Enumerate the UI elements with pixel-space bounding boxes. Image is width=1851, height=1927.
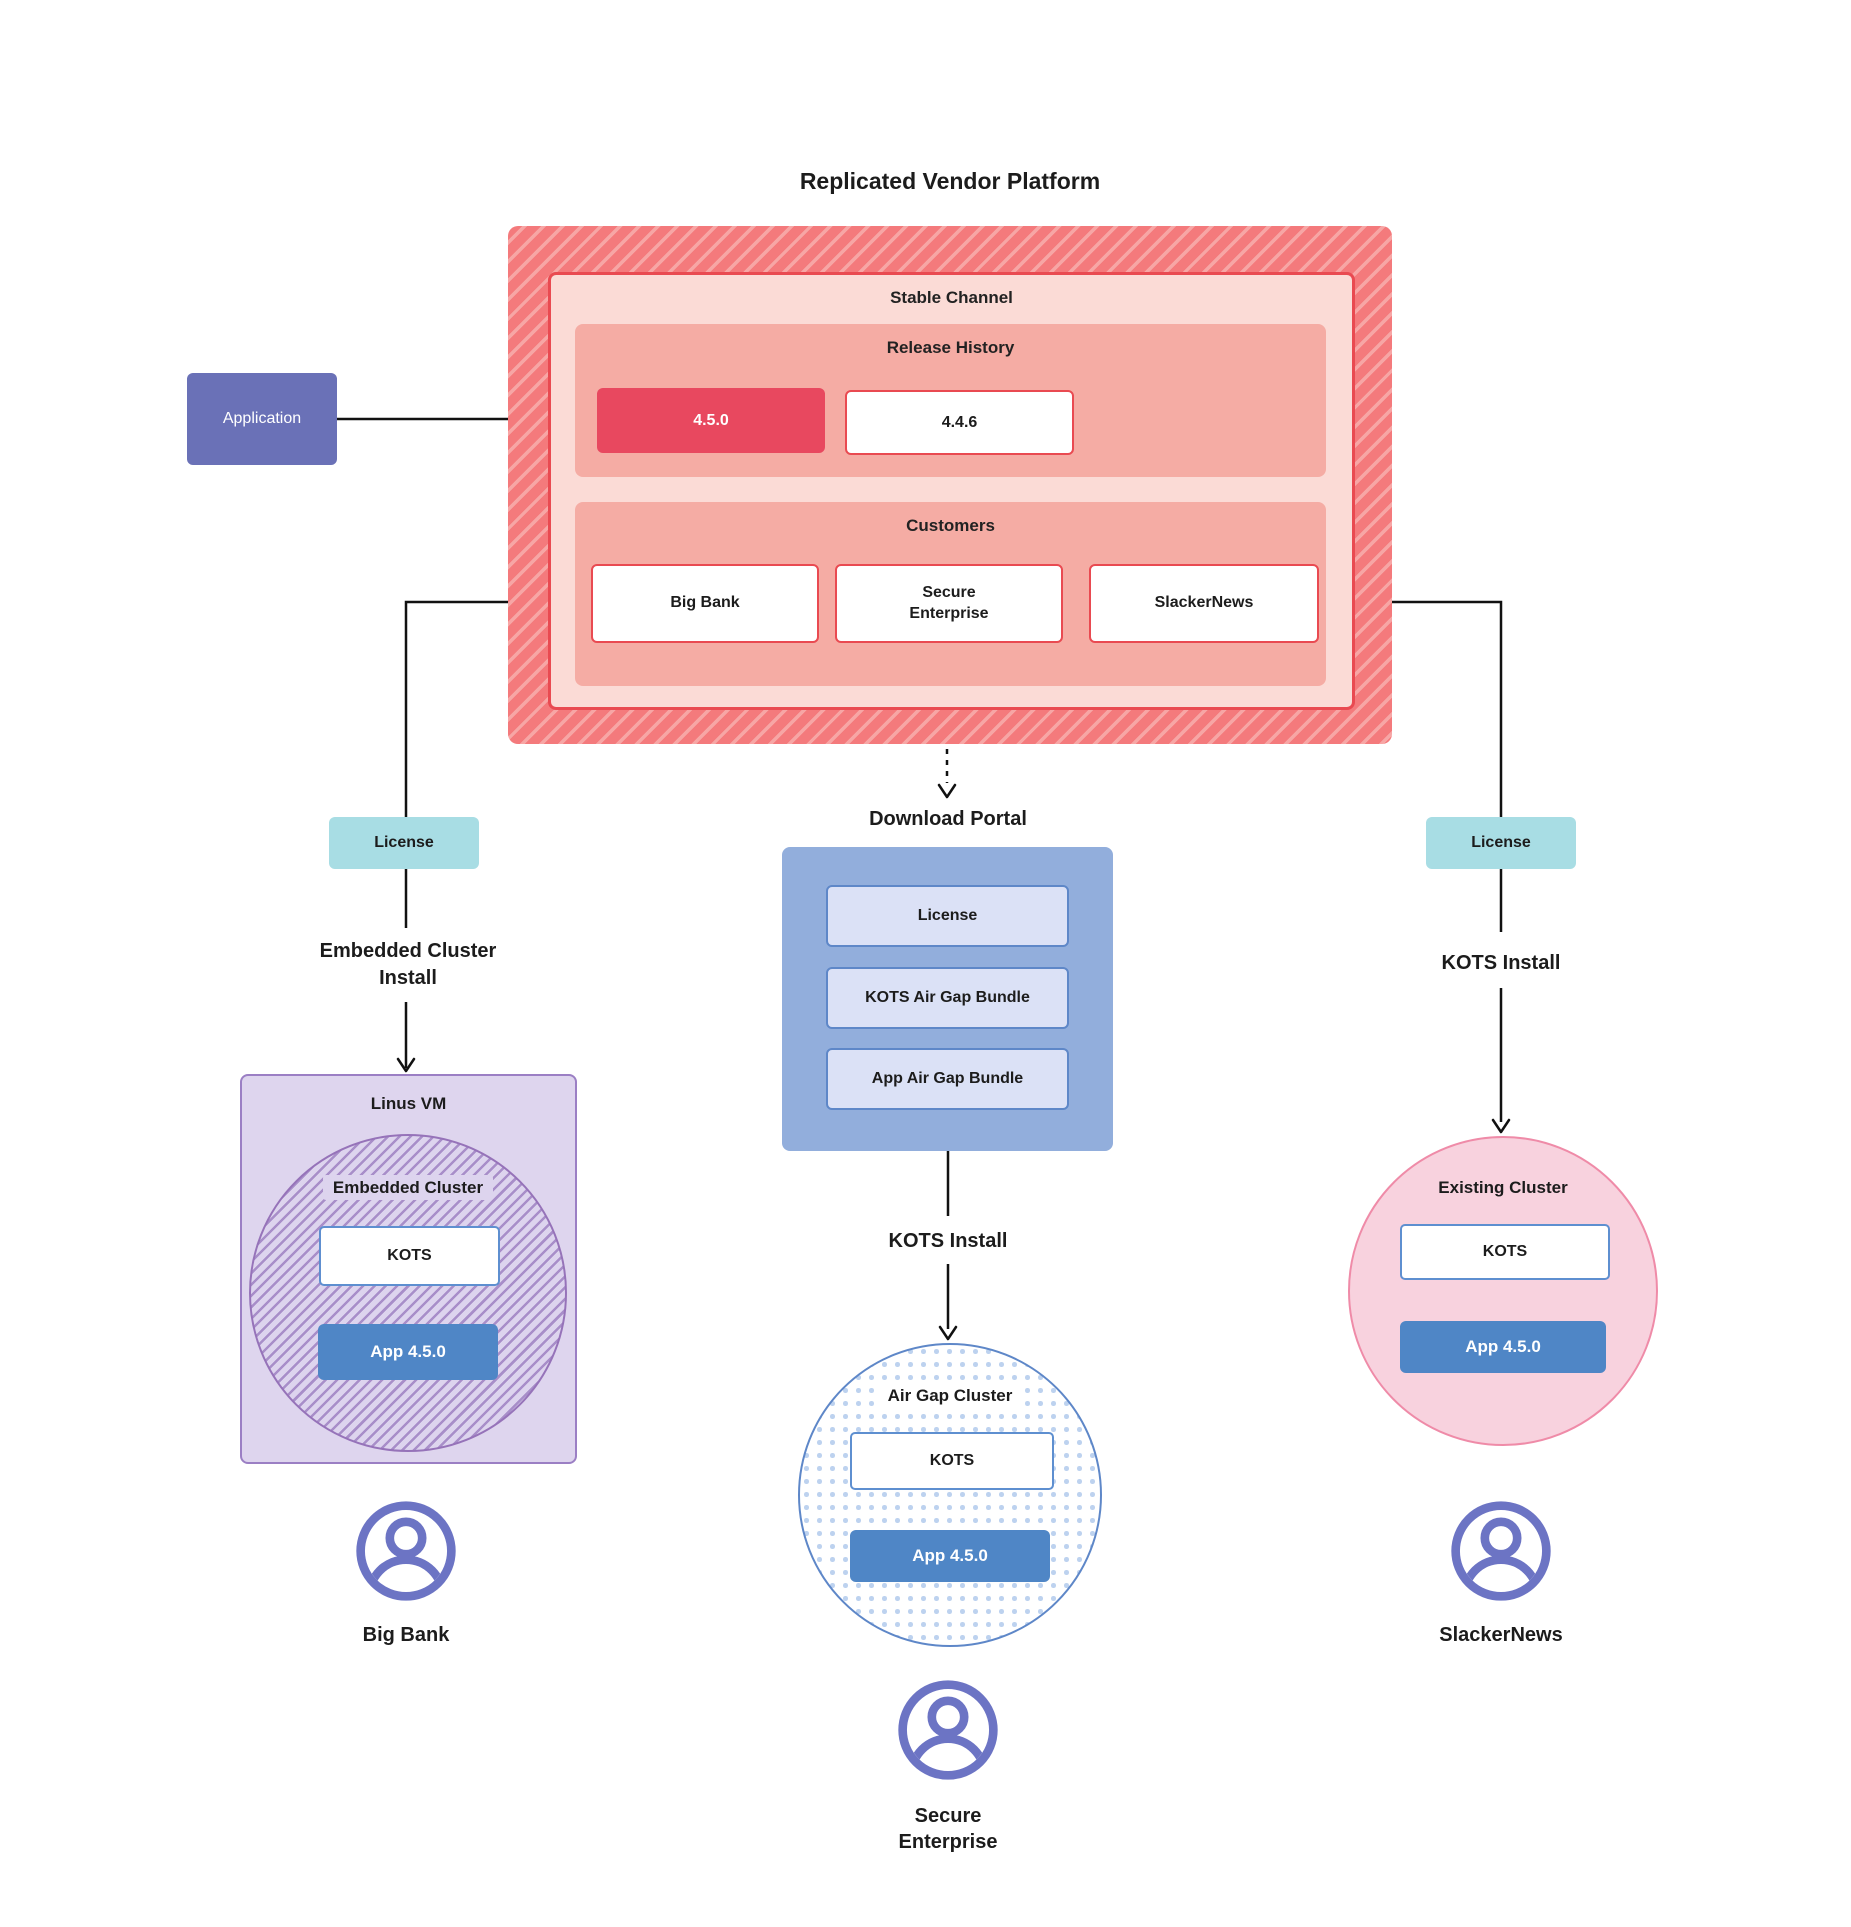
release-version-current: 4.5.0	[597, 388, 825, 453]
customer-secure-enterprise-label: Secure Enterprise	[909, 583, 989, 622]
customer-big-bank: Big Bank	[591, 564, 819, 643]
app-box-left: App 4.5.0	[318, 1324, 498, 1380]
download-portal-label: Download Portal	[869, 808, 1027, 830]
diagram-title: Replicated Vendor Platform	[799, 168, 1101, 194]
kots-box-right: KOTS	[1400, 1224, 1610, 1280]
vendor-platform-box: Stable Channel Release History 4.5.0 4.4…	[508, 226, 1392, 744]
existing-cluster-label-text: Existing Cluster	[1438, 1178, 1568, 1197]
customer-slackernews: SlackerNews	[1089, 564, 1319, 643]
linus-vm-box: Linus VM Embedded Cluster KOTS App 4.5.0	[240, 1074, 577, 1464]
portal-item-kots-bundle: KOTS Air Gap Bundle	[826, 967, 1069, 1029]
release-history-label: Release History	[886, 338, 1015, 357]
app-box-right: App 4.5.0	[1400, 1321, 1606, 1373]
linus-vm-label: Linus VM	[370, 1094, 447, 1113]
person-icon-secure-enterprise	[898, 1680, 998, 1780]
stable-channel-label: Stable Channel	[890, 288, 1013, 307]
air-gap-cluster-label-text: Air Gap Cluster	[877, 1383, 1023, 1408]
kots-install-label-middle: KOTS Install	[888, 1230, 1008, 1252]
release-history-box: Release History 4.5.0 4.4.6	[575, 324, 1326, 477]
kots-install-label-right: KOTS Install	[1441, 952, 1561, 974]
arrowhead-existing-cluster	[1491, 1118, 1511, 1134]
app-box-middle: App 4.5.0	[850, 1530, 1050, 1582]
customer-secure-enterprise: Secure Enterprise	[835, 564, 1063, 643]
kots-box-left: KOTS	[319, 1226, 500, 1286]
portal-item-app-bundle: App Air Gap Bundle	[826, 1048, 1069, 1110]
kots-box-middle: KOTS	[850, 1432, 1054, 1490]
secure-enterprise-user-label: Secure Enterprise	[898, 1805, 998, 1853]
air-gap-cluster-label: Air Gap Cluster	[800, 1383, 1100, 1408]
portal-item-license: License	[826, 885, 1069, 947]
license-box-left: License	[329, 817, 479, 869]
embedded-cluster-label-text: Embedded Cluster	[322, 1175, 494, 1200]
stable-channel-box: Stable Channel Release History 4.5.0 4.4…	[548, 272, 1355, 710]
customers-box: Customers Big Bank Secure Enterprise Sla…	[575, 502, 1326, 686]
release-version-previous: 4.4.6	[845, 390, 1074, 455]
embedded-cluster-install-label: Embedded Cluster Install	[319, 940, 497, 989]
arrowhead-portal	[937, 783, 957, 799]
embedded-cluster-circle: Embedded Cluster KOTS App 4.5.0	[249, 1134, 567, 1452]
existing-cluster-label: Existing Cluster	[1350, 1178, 1656, 1198]
application-box: Application	[187, 373, 337, 465]
existing-cluster-circle: Existing Cluster KOTS App 4.5.0	[1348, 1136, 1658, 1446]
arrowhead-airgap-cluster	[938, 1325, 958, 1341]
license-box-right: License	[1426, 817, 1576, 869]
person-icon-slackernews	[1451, 1501, 1551, 1601]
slackernews-user-label: SlackerNews	[1439, 1624, 1563, 1646]
download-portal-box: License KOTS Air Gap Bundle App Air Gap …	[782, 847, 1113, 1151]
person-icon-big-bank	[356, 1501, 456, 1601]
air-gap-cluster-circle: Air Gap Cluster KOTS App 4.5.0	[798, 1343, 1102, 1647]
customers-label: Customers	[906, 516, 995, 535]
big-bank-user-label: Big Bank	[362, 1624, 450, 1646]
embedded-cluster-label: Embedded Cluster	[251, 1175, 565, 1200]
arrowhead-vm	[396, 1057, 416, 1073]
